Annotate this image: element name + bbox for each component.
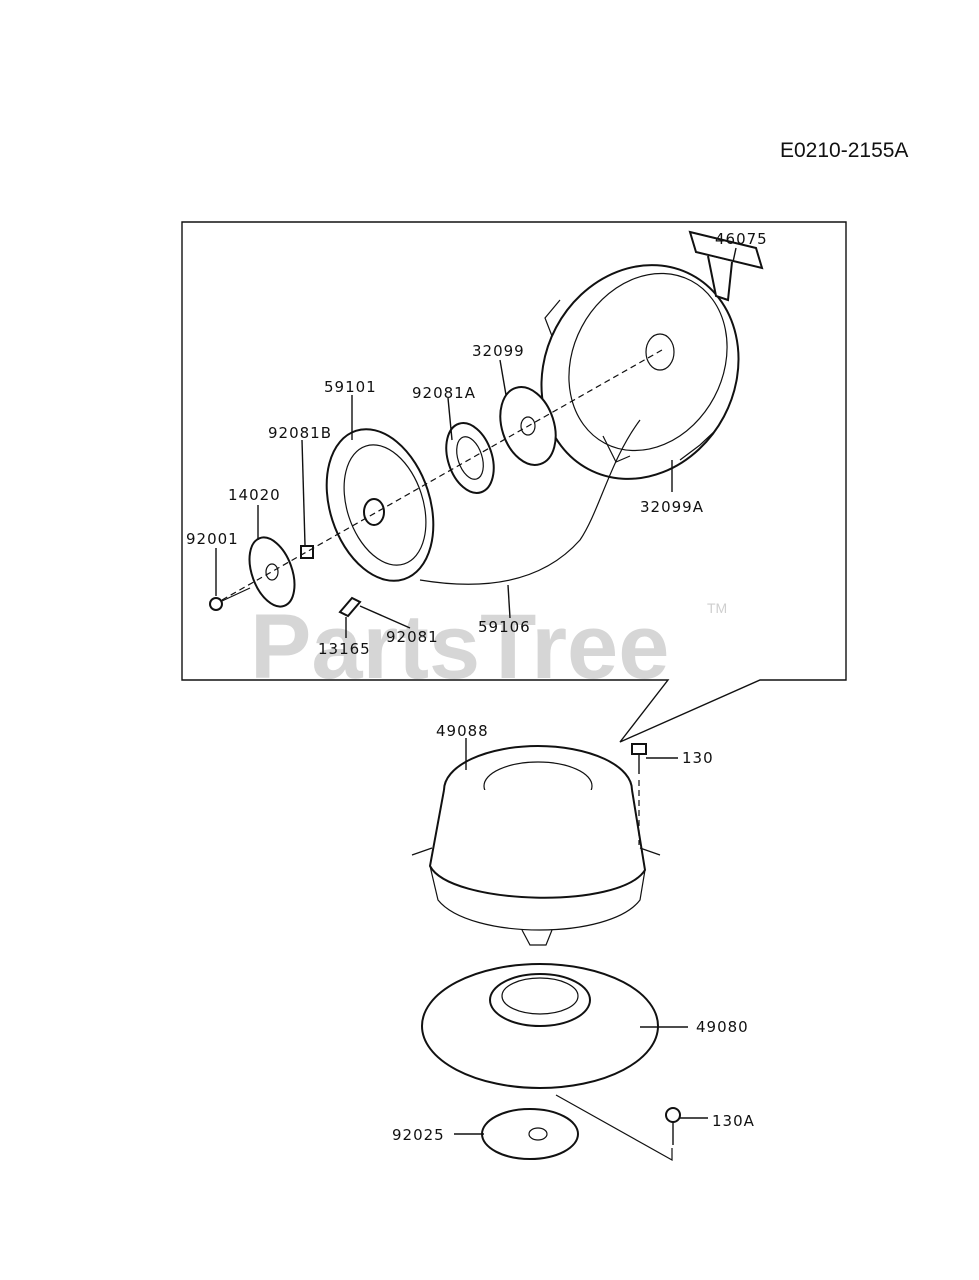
starter-screen [421, 963, 659, 1089]
watermark-trademark: TM [707, 600, 727, 616]
part-label-92081B: 92081B [268, 424, 332, 442]
starter-handle [688, 230, 764, 302]
diagram-code: E0210-2155A [780, 139, 908, 162]
part-label-13165: 13165 [318, 640, 371, 658]
starter-rope [419, 419, 641, 585]
recoil-spring [445, 422, 495, 494]
part-label-14020: 14020 [228, 486, 281, 504]
part-label-32099: 32099 [472, 342, 525, 360]
part-label-130A: 130A [712, 1112, 755, 1130]
part-label-130: 130 [682, 749, 714, 767]
assembly-axis [221, 349, 663, 601]
part-label-46075: 46075 [715, 230, 768, 248]
bolt-130A [555, 1094, 708, 1162]
part-label-59106: 59106 [478, 618, 531, 636]
mounting-plate [481, 1108, 579, 1160]
starter-cover [411, 745, 661, 946]
part-label-92081A: 92081A [412, 384, 476, 402]
pawl [338, 596, 362, 618]
watermark: PartsTree [250, 596, 669, 698]
part-label-92001: 92001 [186, 530, 239, 548]
part-label-49088: 49088 [436, 722, 489, 740]
exploded-view-frame [181, 221, 847, 743]
recoil-reel [325, 428, 435, 582]
bolt-130 [631, 743, 678, 845]
part-label-59101: 59101 [324, 378, 377, 396]
center-bolt [209, 587, 251, 611]
ratchet [248, 536, 296, 608]
part-label-32099A: 32099A [640, 498, 704, 516]
part-label-49080: 49080 [696, 1018, 749, 1036]
part-label-92081: 92081 [386, 628, 439, 646]
recoil-housing [540, 264, 740, 480]
leader-lines [215, 247, 737, 1135]
part-label-92025: 92025 [392, 1126, 445, 1144]
small-spring [300, 545, 314, 559]
